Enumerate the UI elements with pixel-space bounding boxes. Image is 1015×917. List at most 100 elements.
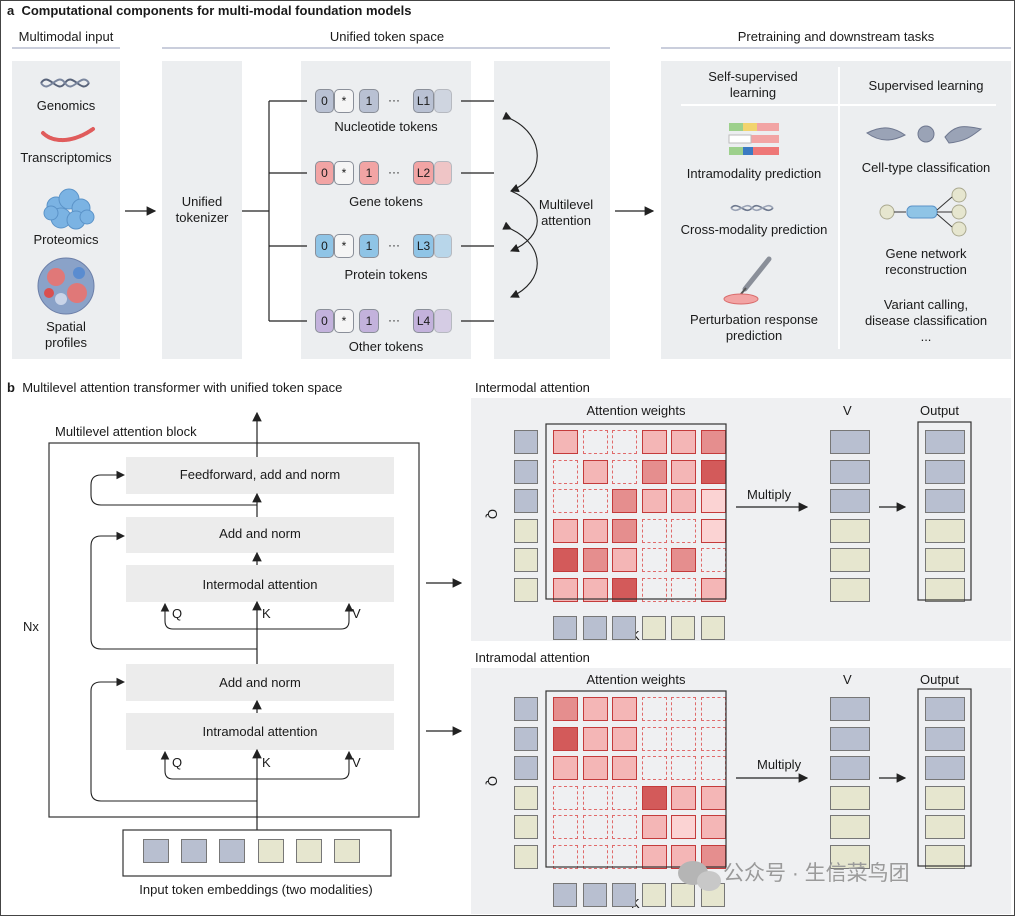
intermodal-weight-cell — [671, 519, 696, 543]
intermodal-weight-cell — [583, 489, 608, 513]
layer-intramodal-label: Intramodal attention — [202, 724, 318, 739]
intermodal-v-token-1 — [830, 460, 870, 484]
token-3-5 — [434, 309, 452, 333]
intramodal-title: Intramodal attention — [475, 650, 590, 665]
protein-cluster-icon — [43, 188, 95, 230]
intermodal-output-label: Output — [920, 403, 960, 418]
intramodal-weight-cell — [553, 756, 578, 780]
intermodal-output-token-5 — [925, 578, 965, 602]
mini-helix-icon — [730, 204, 774, 212]
token-3-4: L4 — [413, 309, 434, 333]
intramodal-weight-cell — [642, 727, 667, 751]
cell-types-icon — [866, 125, 983, 144]
intramodal-k-token-4 — [671, 883, 695, 907]
intermodal-weight-cell — [671, 548, 696, 572]
intermodal-v-token-0 — [830, 430, 870, 454]
intramodal-output-token-4 — [925, 815, 965, 839]
token-1-4: L2 — [413, 161, 434, 185]
input-genomics: Genomics — [36, 98, 96, 113]
token-0-3: ··· — [388, 93, 400, 107]
intermodal-v-token-5 — [830, 578, 870, 602]
layer-addnorm-1-label: Add and norm — [219, 526, 301, 541]
intermodal-k-token-0 — [553, 616, 577, 640]
intramodal-weight-cell — [642, 815, 667, 839]
intramodal-weight-cell — [583, 845, 608, 869]
intramodal-weight-cell — [642, 697, 667, 721]
intermodal-q-token-2 — [514, 489, 538, 513]
intermodal-k-token-5 — [701, 616, 725, 640]
intermodal-weight-cell — [671, 460, 696, 484]
token-0-5 — [434, 89, 452, 113]
intermodal-k-token-4 — [671, 616, 695, 640]
layer-intermodal-label: Intermodal attention — [202, 577, 318, 592]
token-3-2: 1 — [359, 309, 379, 333]
token-2-0: 0 — [315, 234, 334, 258]
tasks-header: Pretraining and downstream tasks — [737, 29, 935, 44]
intermodal-k-token-3 — [642, 616, 666, 640]
intermodal-q-token-3 — [514, 519, 538, 543]
intramodal-v-label: V — [843, 672, 852, 687]
task-cross-modality: Cross-modality prediction — [680, 222, 828, 237]
intermodal-weight-cell — [642, 519, 667, 543]
intermodal-output-token-2 — [925, 489, 965, 513]
intramodal-weight-cell — [642, 845, 667, 869]
intramodal-k-token-1 — [583, 883, 607, 907]
layer-addnorm-2-label: Add and norm — [219, 675, 301, 690]
intermodal-weight-cell — [671, 578, 696, 602]
intermodal-weight-cell — [671, 430, 696, 454]
task-gene-network: Gene network reconstruction — [885, 246, 967, 277]
layer-addnorm-1 — [126, 517, 394, 553]
token-2-4: L3 — [413, 234, 434, 258]
token-1-3: ··· — [388, 165, 400, 179]
dna-helix-icon — [40, 78, 90, 88]
token-row-label-0: Nucleotide tokens — [334, 119, 438, 134]
intermodal-weight-cell — [583, 430, 608, 454]
intramodal-weight-cell — [612, 845, 637, 869]
intermodal-weight-cell — [701, 519, 726, 543]
intermodal-output-token-4 — [925, 548, 965, 572]
k-label-2: K — [262, 755, 271, 770]
intramodal-weight-cell — [612, 727, 637, 751]
intramodal-weight-cell — [642, 786, 667, 810]
panel-a-letter: a — [7, 3, 15, 18]
intermodal-weight-cell — [553, 430, 578, 454]
q-label-1: Q — [172, 606, 183, 621]
attention-panel — [494, 61, 610, 359]
intermodal-weight-cell — [612, 578, 637, 602]
intermodal-k-token-1 — [583, 616, 607, 640]
tokenizer-panel — [162, 61, 242, 359]
intermodal-weight-cell — [642, 578, 667, 602]
input-spatial: Spatial profiles — [45, 319, 87, 350]
input-embedding-1 — [181, 839, 207, 863]
intramodal-weight-cell — [583, 697, 608, 721]
intramodal-weight-cell — [583, 727, 608, 751]
panel-b-title: b Multilevel attention transformer with … — [7, 380, 342, 396]
intermodal-weight-cell — [553, 519, 578, 543]
intramodal-weight-cell — [671, 786, 696, 810]
k-label-1: K — [262, 606, 271, 621]
intramodal-v-token-5 — [830, 845, 870, 869]
input-embedding-4 — [296, 839, 322, 863]
intermodal-output-token-3 — [925, 519, 965, 543]
intramodal-output-token-1 — [925, 727, 965, 751]
token-2-3: ··· — [388, 238, 400, 252]
intramodal-weight-cell — [671, 815, 696, 839]
intramodal-weight-cell — [701, 845, 726, 869]
intramodal-weight-cell — [701, 786, 726, 810]
input-transcriptomics: Transcriptomics — [20, 150, 112, 165]
intramodal-v-token-0 — [830, 697, 870, 721]
layer-intermodal — [126, 565, 394, 602]
intramodal-weight-cell — [553, 727, 578, 751]
intramodal-q-token-1 — [514, 727, 538, 751]
watermark-text: 公众号 · 生信菜鸟团 — [723, 862, 910, 885]
intramodal-q-token-3 — [514, 786, 538, 810]
intermodal-weight-cell — [701, 430, 726, 454]
intermodal-weight-cell — [612, 460, 637, 484]
intramodal-weights-label: Attention weights — [586, 672, 686, 687]
token-row-label-1: Gene tokens — [349, 194, 423, 209]
intermodal-weight-cell — [553, 578, 578, 602]
token-1-5 — [434, 161, 452, 185]
pipette-dish-icon — [723, 256, 772, 305]
intermodal-q-token-4 — [514, 548, 538, 572]
